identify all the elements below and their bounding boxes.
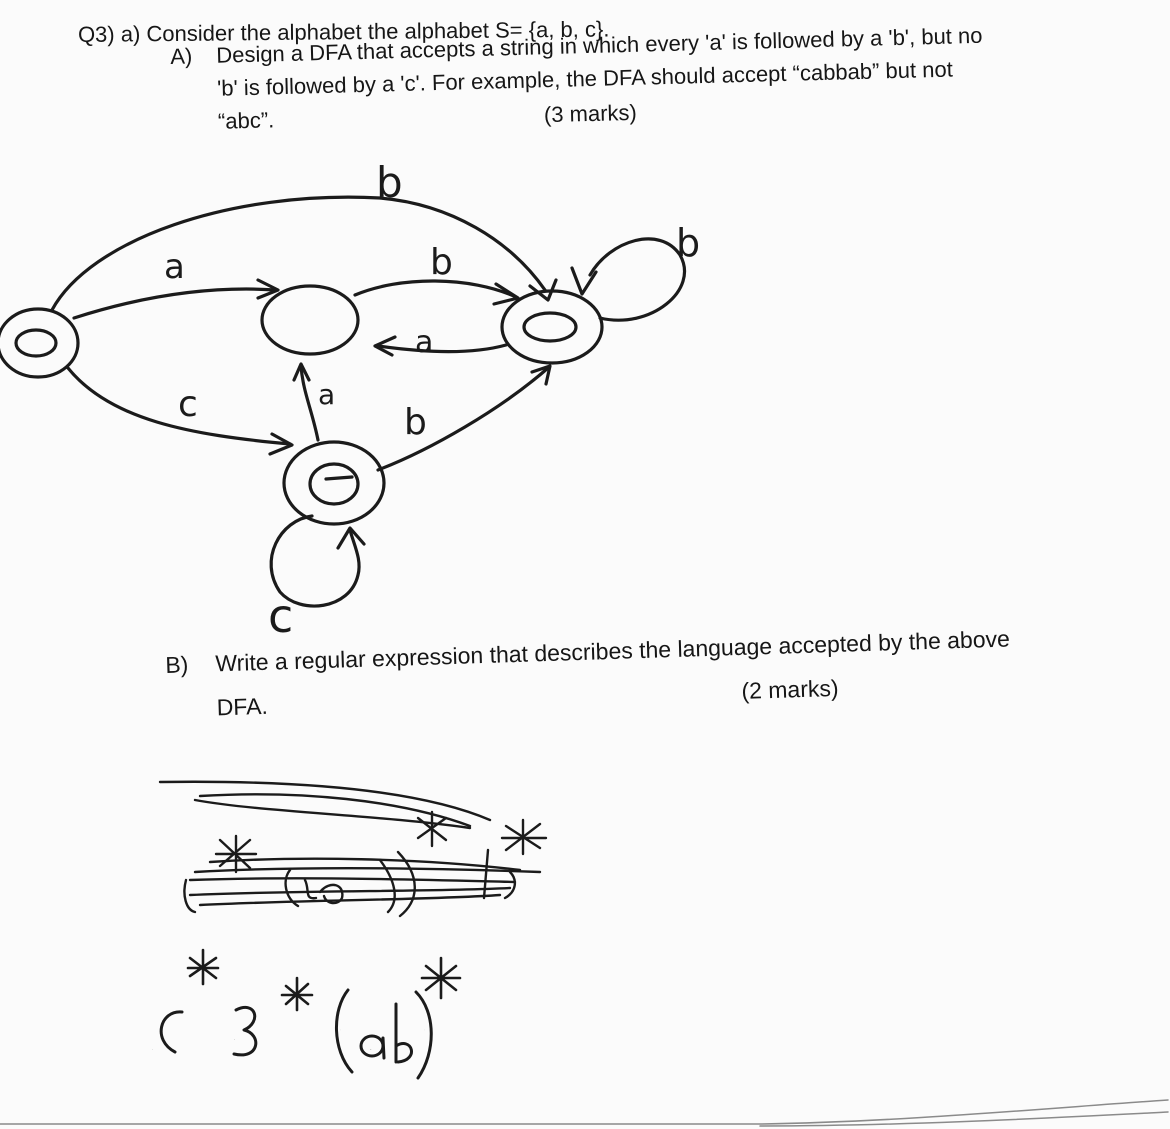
regex-token-star-2: * [286, 989, 287, 991]
bottom-to-middle-transition [292, 362, 320, 442]
bottom-accepting-state [282, 440, 386, 526]
middle-to-right-transition [353, 279, 520, 306]
start-to-middle-transition [72, 278, 280, 320]
bottom-to-right-transition [376, 364, 552, 472]
label-right-self-loop: b [676, 221, 700, 265]
regex-token-b: b [234, 1039, 235, 1041]
bottom-self-loop [269, 514, 366, 608]
label-bottom-self-loop: c [268, 589, 293, 643]
page-bottom-edge [0, 1099, 1169, 1127]
label-bottom-to-mid: a [318, 378, 335, 411]
right-self-loop [570, 237, 687, 322]
middle-state [260, 284, 360, 356]
label-right-to-mid: a [415, 325, 433, 360]
label-start-to-mid: a [164, 247, 185, 287]
regex-token-ab: ab [370, 1049, 372, 1051]
regex-token-c: c [152, 1049, 153, 1051]
right-to-middle-transition [373, 335, 508, 357]
crossed-out-scribble [158, 780, 548, 918]
top-arc-transition [50, 195, 558, 312]
start-to-bottom-transition [66, 366, 294, 456]
label-top-arc: b [376, 158, 403, 207]
start-state [0, 307, 80, 379]
right-accepting-state [500, 289, 604, 365]
label-mid-to-right: b [430, 242, 453, 283]
label-bottom-to-right: b [404, 402, 427, 443]
regex-token-close-paren: ) [424, 1029, 425, 1031]
regex-token-open-paren: ( [340, 1029, 341, 1031]
label-start-to-bottom: c [178, 384, 198, 425]
handwritten-answer-regex: c * b * ( ab ) * [152, 948, 462, 1080]
